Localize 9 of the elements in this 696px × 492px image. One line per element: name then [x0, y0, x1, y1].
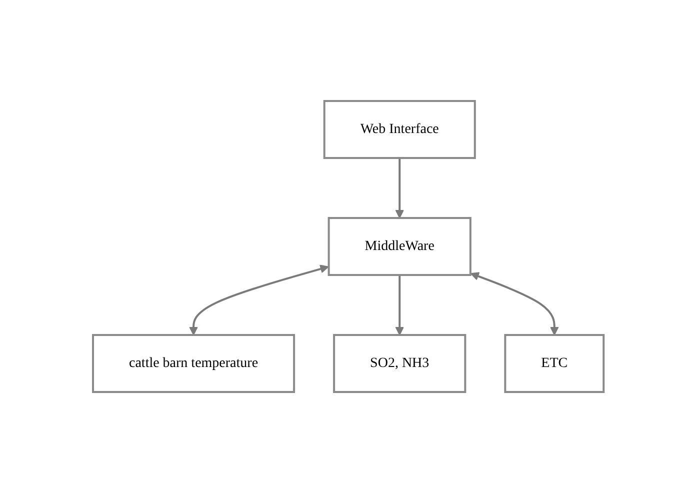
- node-box: ETC: [504, 334, 604, 392]
- node-box: cattle barn temperature: [92, 334, 295, 392]
- node-box: SO2, NH3: [332, 334, 466, 392]
- arrow: [394, 158, 404, 218]
- arrow: [188, 264, 328, 335]
- arrow: [470, 272, 558, 335]
- arrow: [394, 274, 404, 335]
- node-box: Web Interface: [323, 100, 476, 158]
- node-box: MiddleWare: [327, 216, 472, 276]
